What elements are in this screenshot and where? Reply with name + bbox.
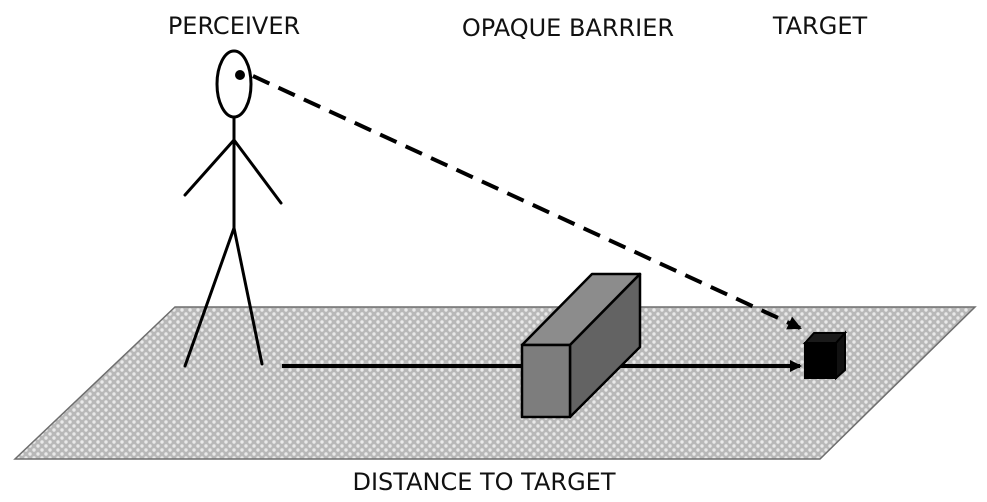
perceiver-figure [183, 49, 283, 368]
perceiver-label: PERCEIVER [168, 12, 300, 40]
barrier-front-face [520, 343, 572, 419]
perceiver-left-leg [183, 226, 236, 368]
perceiver-eye-icon [235, 70, 245, 80]
line-of-sight-arrow [252, 74, 802, 330]
distance-label: DISTANCE TO TARGET [352, 468, 615, 496]
floor-plane [13, 306, 977, 460]
target-cube [802, 330, 848, 381]
target-label: TARGET [772, 12, 868, 40]
perceiver-head [215, 49, 253, 119]
barrier-label: OPAQUE BARRIER [462, 14, 674, 42]
opaque-barrier [520, 272, 642, 419]
perceiver-right-leg [232, 226, 264, 366]
perceiver-left-arm [183, 138, 236, 197]
perceiver-right-arm [232, 138, 283, 205]
target-front-face [804, 342, 837, 379]
